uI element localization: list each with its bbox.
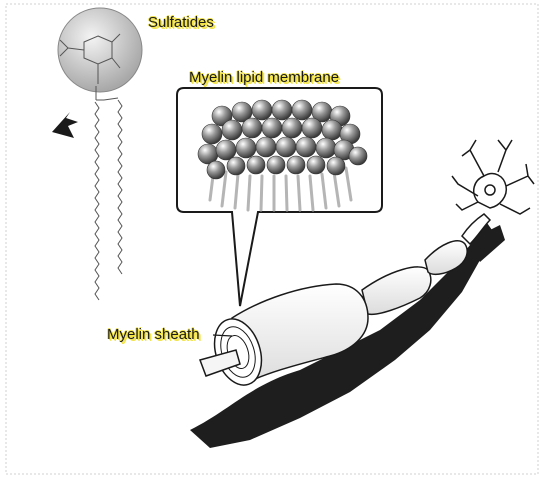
sulfatides-label: Sulfatides: [148, 14, 214, 31]
sulfatide-headgroup: [58, 8, 142, 92]
neuron-cell-body-icon: [452, 140, 534, 214]
arrow-pointer-icon: [52, 112, 78, 138]
sulfatide-molecule: [52, 8, 142, 300]
myelin-sheath-label: Myelin sheath: [107, 326, 200, 343]
myelin-lipid-membrane-label: Myelin lipid membrane: [189, 69, 339, 86]
